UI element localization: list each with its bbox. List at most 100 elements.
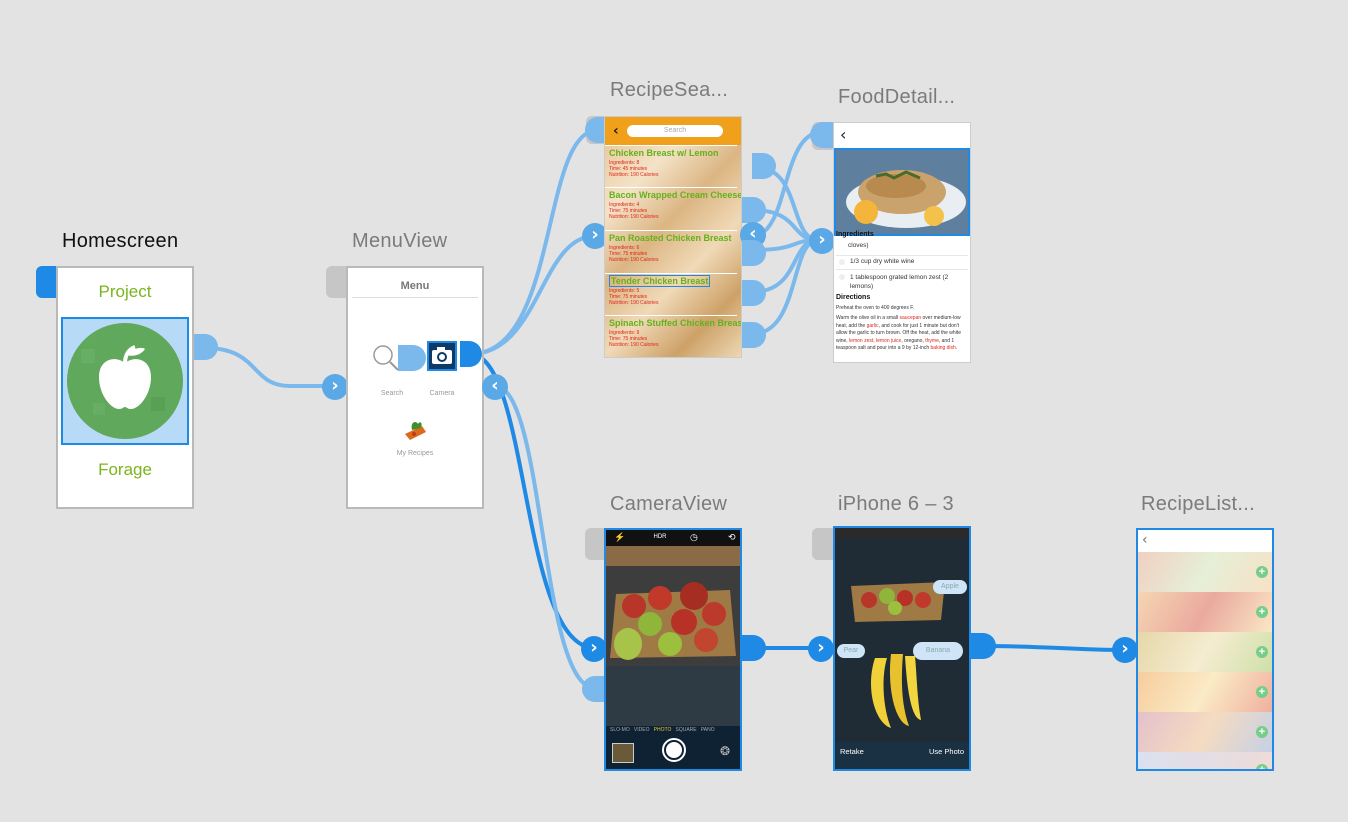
camera-bottom-bar: SLO-MO VIDEO PHOTO SQUARE PANO ❂ (606, 726, 740, 769)
apple-tag[interactable]: Apple (933, 580, 967, 594)
banana-tag[interactable]: Banana (913, 642, 963, 660)
menuview-back-link[interactable]: ‹ (482, 374, 508, 400)
menuview-artboard[interactable]: Menu Search Camera My Recipes (346, 266, 484, 509)
divider (836, 255, 968, 256)
homescreen-title[interactable]: Homescreen (62, 230, 179, 252)
recipe-name: Bacon Wrapped Cream Cheese (609, 190, 742, 200)
recipe-name: Pan Roasted Chicken Breast (609, 233, 732, 243)
recipelist-title[interactable]: RecipeList... (1141, 493, 1255, 515)
recipesearch-incoming-link[interactable]: › (582, 223, 608, 249)
ingredient-check-icon[interactable] (839, 274, 845, 280)
ingredient-check-icon[interactable] (839, 259, 845, 265)
last-photo-thumbnail[interactable] (612, 743, 634, 763)
menuview-marker (326, 266, 348, 298)
add-icon[interactable]: + (1256, 686, 1268, 698)
recipe-name: Chicken Breast w/ Lemon (609, 148, 719, 158)
cameraview-back-handle[interactable] (582, 676, 606, 702)
recipe-link-handle[interactable] (742, 197, 766, 223)
fooddetail-artboard[interactable]: ‹ Ingredients cloves) 1/3 cup dry white … (833, 122, 971, 363)
menuview-incoming-link[interactable]: › (322, 374, 348, 400)
add-icon[interactable]: + (1256, 764, 1268, 769)
hdr-toggle[interactable]: HDR (653, 534, 667, 540)
use-photo-link-handle[interactable] (970, 633, 996, 659)
wire-menu-to-camera (468, 352, 597, 650)
homescreen-artboard[interactable]: Project Forage (56, 266, 194, 509)
search-bar-container: ‹ Search (605, 117, 741, 145)
shutter-button[interactable] (662, 738, 686, 762)
apple-logo-icon (67, 323, 183, 439)
recipe-item[interactable]: Bacon Wrapped Cream Cheese Ingredients: … (605, 187, 741, 230)
iphone-marker (812, 528, 834, 560)
use-photo-button[interactable]: Use Photo (928, 747, 964, 756)
add-icon[interactable]: + (1256, 606, 1268, 618)
camera-capture-link-handle[interactable] (740, 635, 766, 661)
iphone-title[interactable]: iPhone 6 – 3 (838, 493, 954, 515)
recipe-name: Tender Chicken Breast (609, 275, 711, 287)
recipe-list-row[interactable]: + (1138, 552, 1272, 593)
my-recipes-caption: My Recipes (396, 450, 434, 457)
back-chevron-icon[interactable]: ‹ (613, 123, 619, 139)
switch-camera-icon[interactable]: ⟲ (728, 532, 736, 542)
recipe-item[interactable]: Pan Roasted Chicken Breast Ingredients: … (605, 230, 737, 273)
fooddetail-back-handle[interactable] (810, 122, 834, 148)
search-caption: Search (380, 390, 404, 397)
add-icon[interactable]: + (1256, 566, 1268, 578)
recipe-link-handle[interactable] (752, 153, 776, 179)
recipesearch-artboard[interactable]: ‹ Search Chicken Breast w/ Lemon Ingredi… (604, 116, 742, 358)
divider (836, 269, 968, 270)
back-chevron-icon[interactable]: ‹ (1142, 532, 1148, 548)
add-icon[interactable]: + (1256, 646, 1268, 658)
search-icon[interactable] (372, 344, 400, 372)
recipesearch-title[interactable]: RecipeSea... (610, 79, 729, 101)
ingredients-heading: Ingredients (836, 231, 874, 238)
photo-action-bar: Retake Use Photo (835, 742, 969, 769)
camera-link-handle[interactable] (460, 341, 482, 367)
flash-icon[interactable]: ⚡ (614, 532, 626, 542)
filters-icon[interactable]: ❂ (720, 744, 731, 758)
fooddetail-title[interactable]: FoodDetail... (838, 86, 956, 108)
recipe-item[interactable]: Spinach Stuffed Chicken Breast Ingredien… (605, 315, 741, 357)
search-link-handle[interactable] (398, 345, 426, 371)
add-icon[interactable]: + (1256, 726, 1268, 738)
recipelist-artboard[interactable]: ‹ + + + + + + (1136, 528, 1274, 771)
home-link-handle[interactable] (194, 334, 218, 360)
recipe-list-row[interactable]: + (1138, 632, 1272, 673)
iphone-incoming-link[interactable]: › (808, 636, 834, 662)
menuview-title[interactable]: MenuView (352, 230, 448, 252)
cameraview-incoming-link[interactable]: › (581, 636, 607, 662)
menu-header: Menu (400, 280, 430, 292)
recipelist-incoming-link[interactable]: › (1112, 637, 1138, 663)
recipe-list-row[interactable]: + (1138, 752, 1272, 769)
retake-button[interactable]: Retake (840, 747, 864, 756)
fooddetail-incoming-link[interactable]: › (809, 228, 835, 254)
iphone-artboard[interactable]: Apple Pear Banana Retake Use Photo (833, 526, 971, 771)
pear-tag[interactable]: Pear (837, 644, 865, 658)
home-screen-marker[interactable] (36, 266, 58, 298)
camera-icon[interactable] (427, 341, 457, 371)
back-chevron-icon[interactable]: ‹ (840, 125, 847, 144)
camera-mode-selector[interactable]: SLO-MO VIDEO PHOTO SQUARE PANO (610, 727, 715, 733)
directions-step-1: Preheat the oven to 400 degrees F. (836, 305, 915, 311)
cameraview-artboard[interactable]: ⚡ HDR ◷ ⟲ SLO-MO VIDEO PHOTO SQUARE PANO… (604, 528, 742, 771)
food-photo[interactable] (834, 148, 970, 236)
directions-step-2: Warm the olive oil in a small saucepan o… (836, 315, 961, 352)
ingredient-item: 1 tablespoon grated lemon zest (2 lemons… (850, 274, 949, 290)
ingredient-item: 1/3 cup dry white wine (850, 258, 915, 265)
my-recipes-icon[interactable] (402, 416, 428, 442)
timer-icon[interactable]: ◷ (690, 532, 698, 542)
recipe-link-handle[interactable] (742, 240, 766, 266)
cameraview-title[interactable]: CameraView (610, 493, 728, 515)
recipe-link-handle[interactable] (742, 280, 766, 306)
forage-label: Forage (98, 460, 152, 479)
recipe-search-input[interactable]: Search (627, 125, 723, 137)
wire-camera-back (493, 384, 597, 690)
recipe-list-row[interactable]: + (1138, 592, 1272, 633)
forage-logo-selection[interactable] (61, 317, 189, 445)
camera-caption: Camera (429, 390, 455, 397)
recipe-link-handle[interactable] (742, 322, 766, 348)
